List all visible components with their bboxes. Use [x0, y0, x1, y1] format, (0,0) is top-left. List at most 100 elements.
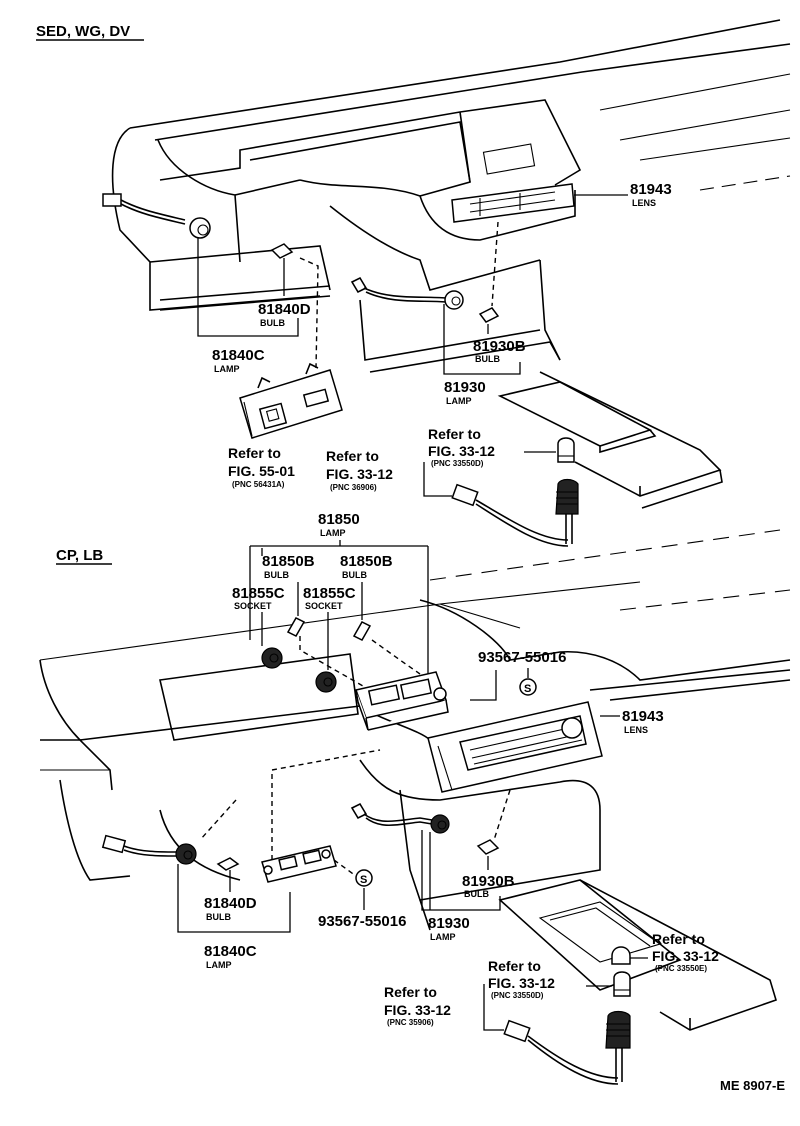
socket-icon: [555, 478, 579, 515]
bulb-81850B-a: [286, 617, 306, 637]
bulb-icon: [476, 839, 500, 855]
screw-93567-b: S: [355, 869, 373, 887]
socket-81855C-a: [261, 647, 283, 669]
label-81855C-b: 81855C: [303, 585, 356, 602]
ref-6-pnc: (PNC 35906): [387, 1018, 434, 1027]
label-lamp-81840C-bottom: LAMP: [206, 960, 232, 970]
section-header-bottom: CP, LB: [56, 547, 103, 564]
screw-s-icon: [355, 869, 373, 887]
ref-3-pnc: (PNC 33550D): [431, 459, 484, 468]
connector-icon: [102, 193, 122, 207]
ref-2-line2: FIG. 33-12: [326, 466, 393, 482]
socket-icon: [175, 843, 197, 865]
figure-code: ME 8907-E: [720, 1078, 785, 1093]
label-93567-a: 93567-55016: [478, 649, 566, 666]
bulb-ref3-top: [557, 437, 575, 463]
ref-2-pnc: (PNC 36906): [330, 483, 377, 492]
ref-6-line1: Refer to: [384, 984, 437, 1000]
bulb-81850B-b: [352, 621, 372, 641]
ref-4-pnc: (PNC 33550E): [655, 964, 707, 973]
bulb-icon: [286, 617, 306, 637]
bulb-icon: [352, 621, 372, 641]
ref-5-line1: Refer to: [488, 958, 541, 974]
label-81850B-b: 81850B: [340, 553, 393, 570]
bulb-icon: [557, 437, 575, 463]
label-lens-bottom: LENS: [624, 725, 648, 735]
screw-93567-a: S: [519, 678, 537, 696]
label-81930-top: 81930: [444, 379, 486, 396]
ref-5-pnc: (PNC 33550D): [491, 991, 544, 1000]
bulb-icon: [478, 307, 500, 323]
bulb-81840D-top: [270, 243, 294, 259]
bulb-81840D-bottom: [216, 857, 240, 871]
ref-1-line2: FIG. 55-01: [228, 463, 295, 479]
lens-81943-bottom: [427, 701, 620, 793]
lamp-housing-81850: [355, 671, 449, 731]
ref-4-line2: FIG. 33-12: [652, 948, 719, 964]
socket-icon: [261, 647, 283, 669]
label-93567-b: 93567-55016: [318, 913, 406, 930]
dashboard-top: [111, 19, 791, 509]
socket-81855C-b: [315, 671, 337, 693]
label-socket-81855C-a: SOCKET: [234, 601, 272, 611]
ref-3-line2: FIG. 33-12: [428, 443, 495, 459]
label-bulb-81840D-bottom: BULB: [206, 912, 231, 922]
bulb-icon: [270, 243, 294, 259]
lamp-81840C-top: [102, 193, 211, 239]
screw-s-icon: [519, 678, 537, 696]
ref-5-line2: FIG. 33-12: [488, 975, 555, 991]
svg-text:S: S: [360, 874, 367, 886]
label-bulb-81850B-a: BULB: [264, 570, 289, 580]
label-lamp-81930-top: LAMP: [446, 396, 472, 406]
label-81850: 81850: [318, 511, 360, 528]
ref-1-line1: Refer to: [228, 445, 281, 461]
label-81840D-top: 81840D: [258, 301, 311, 318]
connector-icon: [503, 1019, 531, 1043]
bulb-ref4-bottom: [611, 946, 631, 965]
ref-6-line2: FIG. 33-12: [384, 1002, 451, 1018]
label-lamp-81930-bottom: LAMP: [430, 932, 456, 942]
lamp-81930-bottom: [350, 802, 450, 834]
connector-icon: [451, 483, 479, 507]
switch-panel-bottom: [261, 845, 337, 883]
ref-3-line1: Refer to: [428, 426, 481, 442]
label-bulb-81930B-top: BULB: [475, 354, 500, 364]
bulb-ref5-bottom: [613, 971, 631, 997]
label-81930B-bottom: 81930B: [462, 873, 515, 890]
label-81855C-a: 81855C: [232, 585, 285, 602]
label-socket-81855C-b: SOCKET: [305, 601, 343, 611]
lens-81943-top: [451, 183, 628, 223]
svg-text:S: S: [524, 683, 531, 695]
label-81943-top: 81943: [630, 181, 672, 198]
connector-icon: [101, 834, 127, 854]
label-lens-top: LENS: [632, 198, 656, 208]
label-81943-bottom: 81943: [622, 708, 664, 725]
label-bulb-81850B-b: BULB: [342, 570, 367, 580]
label-bulb-81840D-top: BULB: [260, 318, 285, 328]
bulb-81930B-bottom: [476, 839, 500, 855]
bulb-81930B-top: [478, 307, 500, 323]
ref-4-line1: Refer to: [652, 931, 705, 947]
label-81840D-bottom: 81840D: [204, 895, 257, 912]
socket-icon: [315, 671, 337, 693]
harness-bottom: [503, 1010, 631, 1085]
label-81840C-top: 81840C: [212, 347, 265, 364]
lamp-81930-top: [350, 276, 464, 310]
label-81930-bottom: 81930: [428, 915, 470, 932]
ref-2-line1: Refer to: [326, 448, 379, 464]
switch-panel-top: [239, 362, 343, 439]
harness-top: [451, 478, 579, 547]
label-lamp-81850: LAMP: [320, 528, 346, 538]
bulb-icon: [216, 857, 240, 871]
dashboard-bottom: [39, 529, 791, 1031]
bulb-icon: [613, 971, 631, 997]
section-header-top: SED, WG, DV: [36, 23, 130, 40]
bulb-icon: [611, 946, 631, 965]
socket-icon: [189, 217, 211, 239]
label-81840C-bottom: 81840C: [204, 943, 257, 960]
label-81930B-top: 81930B: [473, 338, 526, 355]
lamp-81840C-bottom: [101, 834, 197, 865]
label-bulb-81930B-bottom: BULB: [464, 889, 489, 899]
label-81850B-a: 81850B: [262, 553, 315, 570]
